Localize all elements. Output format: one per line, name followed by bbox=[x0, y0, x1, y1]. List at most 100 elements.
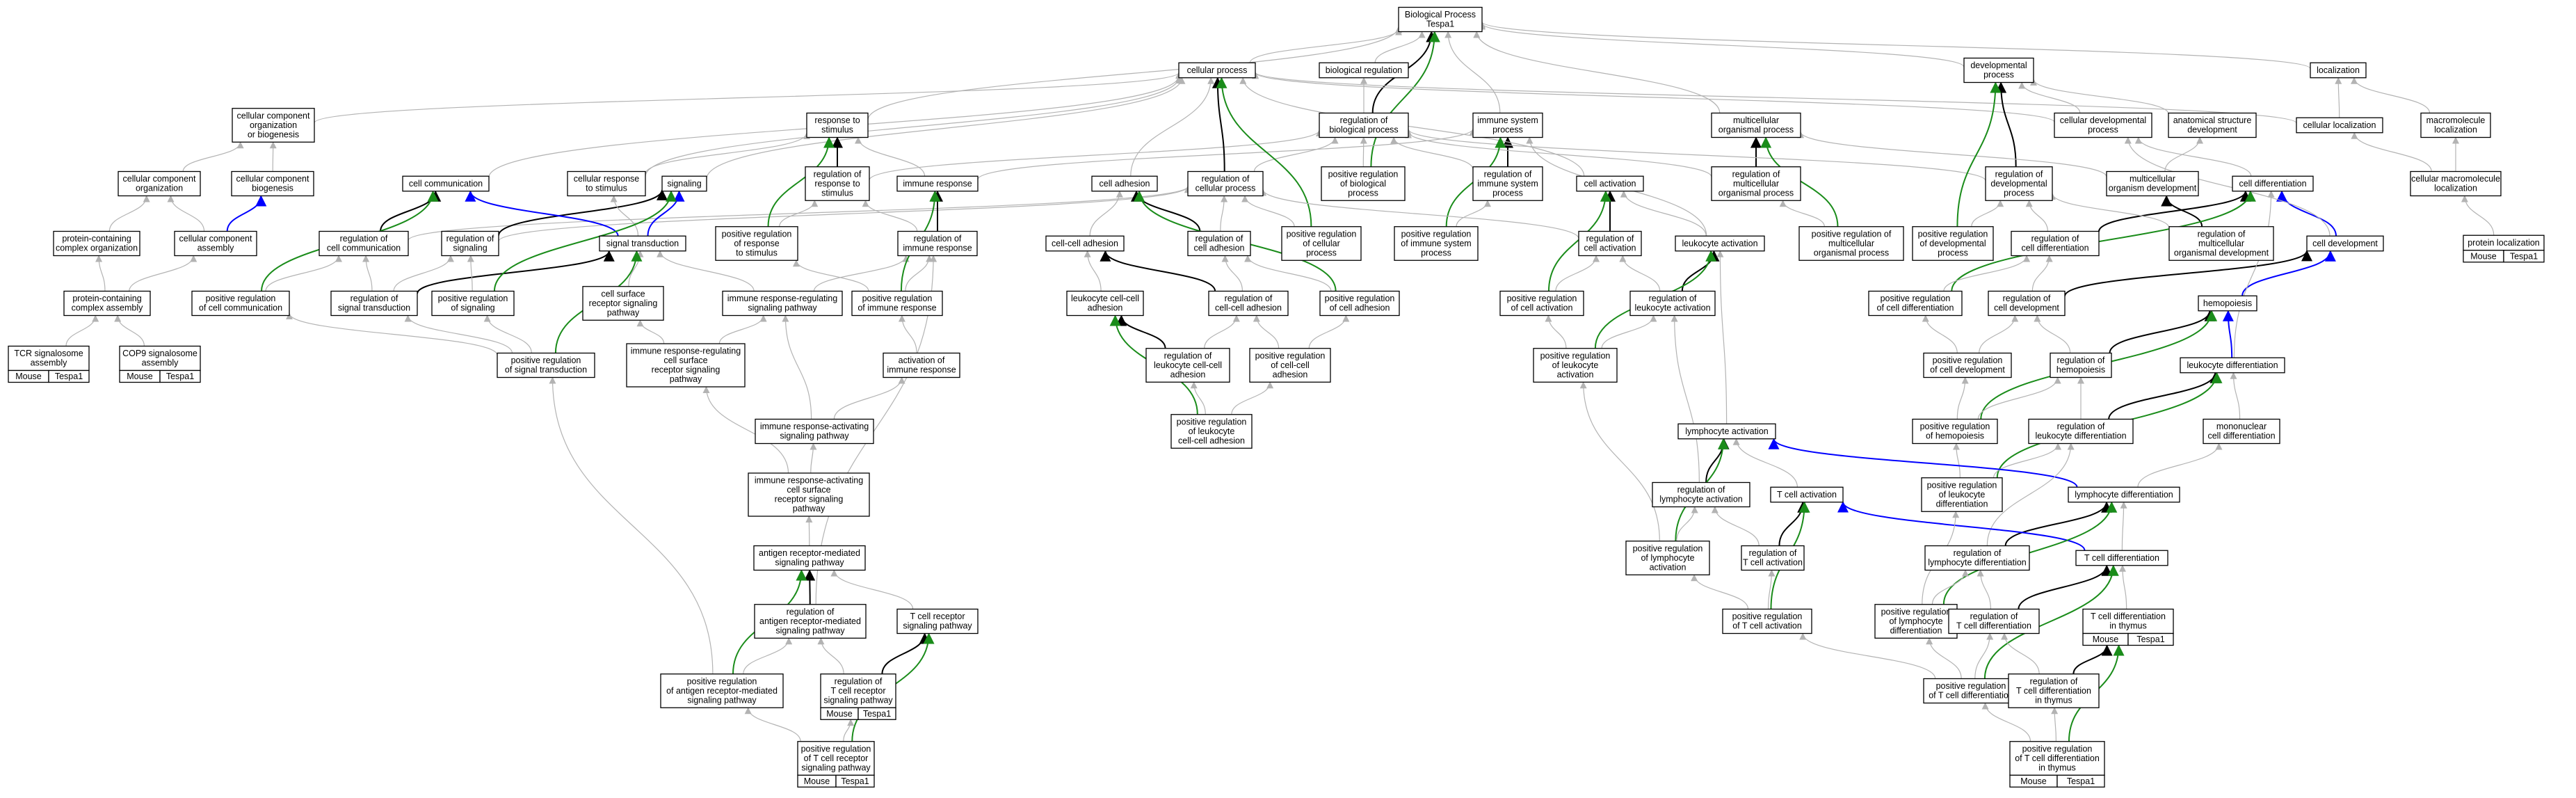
go-term-node-immune-response[interactable]: immune response bbox=[896, 175, 979, 192]
go-term-node-leukocyte-differentiation[interactable]: leukocyte differentiation bbox=[2180, 357, 2285, 374]
go-term-node-cell-development[interactable]: cell development bbox=[2306, 235, 2384, 252]
go-term-node-cellular-localization[interactable]: cellular localization bbox=[2296, 117, 2383, 134]
go-term-node-cell-activation[interactable]: cell activation bbox=[1576, 175, 1644, 192]
go-term-node-cell-adhesion[interactable]: cell adhesion bbox=[1091, 175, 1158, 192]
go-term-node-biological-regulation[interactable]: biological regulation bbox=[1319, 62, 1409, 79]
go-term-node-signal-transduction[interactable]: signal transduction bbox=[599, 235, 686, 252]
go-term-node-localization[interactable]: localization bbox=[2310, 62, 2367, 79]
go-term-node-reg-t-cell-differentiation[interactable]: regulation ofT cell differentiation bbox=[1948, 608, 2040, 635]
go-term-node-cell-cell-adhesion[interactable]: cell-cell adhesion bbox=[1045, 235, 1125, 252]
go-term-node-lymphocyte-differentiation[interactable]: lymphocyte differentiation bbox=[2068, 486, 2180, 503]
go-term-node-t-cell-differentiation[interactable]: T cell differentiation bbox=[2075, 550, 2168, 566]
go-term-node-cell-communication[interactable]: cell communication bbox=[402, 175, 490, 192]
go-term-node-pos-reg-multicellular-organismal-process[interactable]: positive regulation ofmulticellularorgan… bbox=[1798, 226, 1904, 261]
go-term-node-reg-t-cell-activation[interactable]: regulation ofT cell activation bbox=[1741, 545, 1805, 571]
go-term-node-lymphocyte-activation[interactable]: lymphocyte activation bbox=[1677, 423, 1776, 440]
go-term-node-signaling[interactable]: signaling bbox=[661, 175, 707, 192]
go-term-node-cellular-process[interactable]: cellular process bbox=[1178, 62, 1256, 79]
go-term-node-cell-differentiation[interactable]: cell differentiation bbox=[2232, 175, 2314, 192]
go-term-node-hemopoiesis[interactable]: hemopoiesis bbox=[2198, 295, 2257, 312]
go-term-node-leukocyte-activation[interactable]: leukocyte activation bbox=[1675, 235, 1765, 252]
go-term-node-t-cell-activation[interactable]: T cell activation bbox=[1770, 486, 1844, 503]
